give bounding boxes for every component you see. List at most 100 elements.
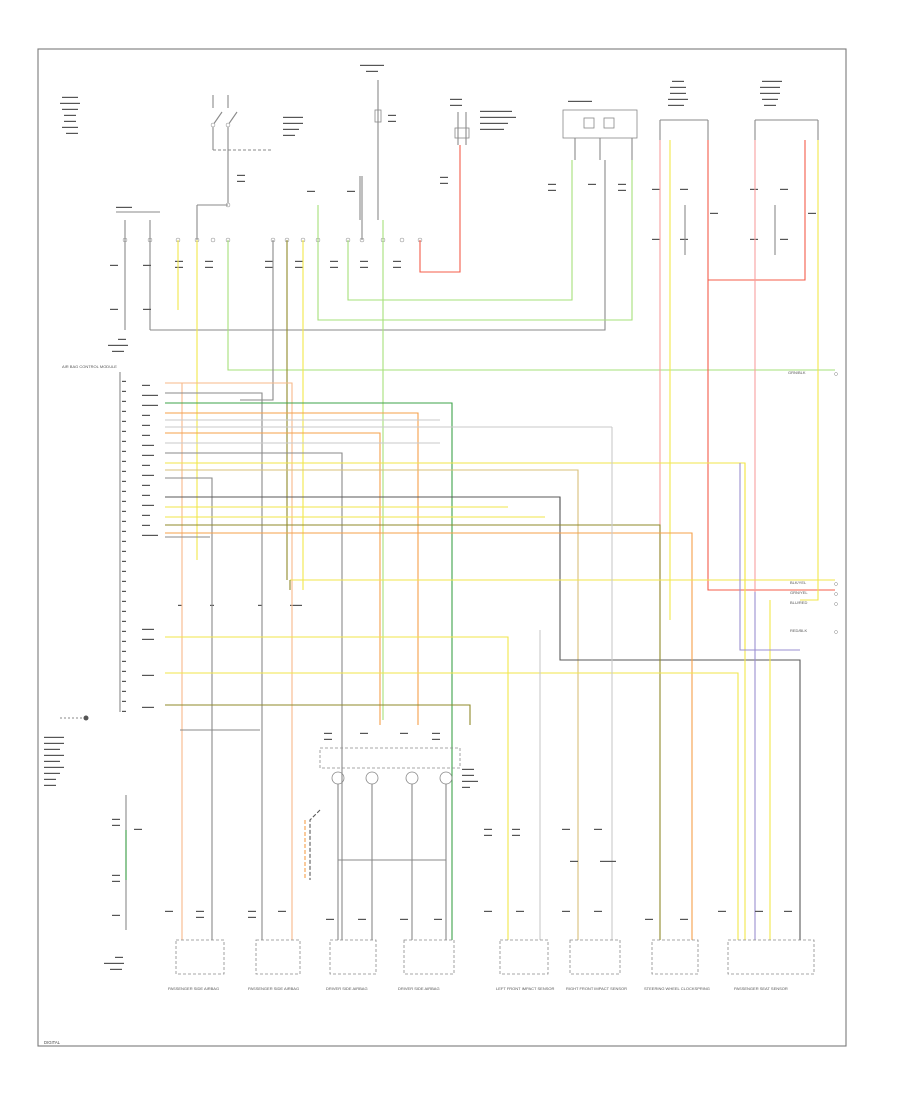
svg-text:▬▬: ▬▬ xyxy=(784,908,792,913)
svg-text:▬: ▬ xyxy=(122,428,126,433)
svg-text:▬▬: ▬▬ xyxy=(326,916,334,921)
fuse-block: ▬▬▬▬▬▬ ▬▬▬ ▬▬ ▬▬ xyxy=(359,62,396,220)
svg-text:▬▬: ▬▬ xyxy=(432,730,440,735)
svg-text:▬: ▬ xyxy=(122,608,126,613)
svg-text:▬▬: ▬▬ xyxy=(248,908,256,913)
svg-text:GRN/YEL: GRN/YEL xyxy=(790,590,808,595)
svg-text:▬▬: ▬▬ xyxy=(143,262,151,267)
svg-text:▬▬: ▬▬ xyxy=(112,878,120,883)
svg-text:▬▬▬: ▬▬▬ xyxy=(142,452,154,457)
svg-text:▬▬: ▬▬ xyxy=(265,258,273,263)
svg-text:▬▬: ▬▬ xyxy=(142,432,150,437)
svg-text:▬▬: ▬▬ xyxy=(400,916,408,921)
svg-text:▬▬▬▬▬: ▬▬▬▬▬ xyxy=(668,96,688,101)
svg-text:▬▬: ▬▬ xyxy=(142,482,150,487)
svg-text:▬▬▬: ▬▬▬ xyxy=(462,772,474,777)
svg-text:▬▬▬▬▬: ▬▬▬▬▬ xyxy=(762,78,782,83)
svg-text:▬▬▬▬▬: ▬▬▬▬▬ xyxy=(44,764,64,769)
svg-text:▬▬▬: ▬▬▬ xyxy=(672,78,684,83)
svg-text:▬▬: ▬▬ xyxy=(324,730,332,735)
svg-text:▬▬: ▬▬ xyxy=(484,908,492,913)
svg-text:▬: ▬ xyxy=(122,508,126,513)
svg-text:▬▬: ▬▬ xyxy=(548,181,556,186)
ignition-switch: ▬▬▬▬▬ ▬▬▬▬▬ ▬▬▬▬ ▬▬▬ ▬▬ ▬▬ xyxy=(210,95,303,208)
svg-text:▬▬▬▬: ▬▬▬▬ xyxy=(142,402,158,407)
svg-text:▬▬: ▬▬ xyxy=(324,736,332,741)
svg-text:▬▬: ▬▬ xyxy=(512,832,520,837)
svg-text:▬▬▬: ▬▬▬ xyxy=(142,626,154,631)
top-left-component-label: ▬▬▬▬ ▬▬▬▬▬ ▬▬▬▬ ▬▬▬ ▬▬▬ ▬▬▬▬ ▬▬▬ xyxy=(60,94,80,135)
svg-text:▬: ▬ xyxy=(122,518,126,523)
svg-text:▬▬: ▬▬ xyxy=(594,826,602,831)
svg-text:▬▬▬▬▬: ▬▬▬▬▬ xyxy=(44,734,64,739)
svg-text:▬▬: ▬▬ xyxy=(652,186,660,191)
upper-wire-labels: ▬▬ ▬▬ ▬▬ ▬▬ ▬▬ ▬▬ ▬▬ ▬▬ ▬▬ ▬▬ ▬▬ ▬▬ ▬▬ ▬… xyxy=(175,174,816,269)
svg-text:▬▬▬: ▬▬▬ xyxy=(462,766,474,771)
svg-text:▬▬▬▬: ▬▬▬▬ xyxy=(62,94,78,99)
upper-right-sensors: ▬▬▬ ▬▬▬▬ ▬▬▬▬ ▬▬▬▬▬ ▬▬▬▬ ▬▬▬▬▬ ▬▬▬▬▬ ▬▬▬… xyxy=(659,78,819,140)
svg-text:▬▬: ▬▬ xyxy=(512,826,520,831)
corner-label: DIGITAL xyxy=(44,1040,61,1045)
svg-text:▬: ▬ xyxy=(122,418,126,423)
svg-text:▬▬▬▬: ▬▬▬▬ xyxy=(670,84,686,89)
svg-text:▬▬: ▬▬ xyxy=(484,826,492,831)
svg-text:▬▬: ▬▬ xyxy=(484,832,492,837)
svg-text:▬▬▬▬▬: ▬▬▬▬▬ xyxy=(283,114,303,119)
svg-text:▬▬▬▬▬▬: ▬▬▬▬▬▬ xyxy=(360,62,384,67)
svg-text:▬: ▬ xyxy=(178,602,182,607)
svg-text:▬▬▬▬: ▬▬▬▬ xyxy=(44,758,60,763)
svg-text:▬: ▬ xyxy=(122,628,126,633)
svg-text:BLU/RED: BLU/RED xyxy=(790,600,807,605)
svg-text:▬▬: ▬▬ xyxy=(175,264,183,269)
svg-text:▬▬▬▬: ▬▬▬▬ xyxy=(116,204,132,209)
clockspring-section: ▬▬▬▬ ▬▬ ▬▬ ▬▬▬▬ ▬▬▬ ▬▬▬ ▬▬▬▬ ▬▬ xyxy=(304,730,478,940)
svg-text:▬▬: ▬▬ xyxy=(330,258,338,263)
svg-text:▬▬: ▬▬ xyxy=(718,908,726,913)
svg-text:▬▬▬▬▬▬▬: ▬▬▬▬▬▬▬ xyxy=(480,120,508,125)
svg-text:▬▬▬: ▬▬▬ xyxy=(112,348,124,353)
svg-text:▬▬: ▬▬ xyxy=(680,916,688,921)
svg-text:▬▬▬▬▬: ▬▬▬▬▬ xyxy=(283,120,303,125)
svg-text:▬▬: ▬▬ xyxy=(645,916,653,921)
svg-text:▬: ▬ xyxy=(122,598,126,603)
svg-text:▬: ▬ xyxy=(122,538,126,543)
svg-text:▬▬: ▬▬ xyxy=(588,181,596,186)
lower-left-ground: ▬▬▬▬▬▬▬▬▬▬ ▬▬▬▬▬▬▬▬▬ ▬▬▬▬▬▬▬▬▬ ▬▬▬▬▬▬▬ ▬… xyxy=(44,715,142,971)
svg-text:▬: ▬ xyxy=(122,498,126,503)
main-module-label: AIR BAG CONTROL MODULE xyxy=(62,364,117,369)
svg-text:▬▬▬▬: ▬▬▬▬ xyxy=(600,858,616,863)
svg-text:PASSENGER SIDE AIRBAG: PASSENGER SIDE AIRBAG xyxy=(248,986,299,991)
svg-text:▬▬▬▬: ▬▬▬▬ xyxy=(142,392,158,397)
svg-text:▬▬▬▬: ▬▬▬▬ xyxy=(462,778,478,783)
svg-text:▬▬: ▬▬ xyxy=(196,914,204,919)
svg-text:▬▬▬: ▬▬▬ xyxy=(66,130,78,135)
svg-text:▬▬▬: ▬▬▬ xyxy=(290,602,302,607)
svg-text:▬▬: ▬▬ xyxy=(680,186,688,191)
svg-text:▬▬: ▬▬ xyxy=(237,172,245,177)
bottom-component-labels: PASSENGER SIDE AIRBAG PASSENGER SIDE AIR… xyxy=(168,986,788,991)
svg-text:▬▬▬▬▬▬: ▬▬▬▬▬▬ xyxy=(568,98,592,103)
svg-text:DRIVER SIDE AIRBAG: DRIVER SIDE AIRBAG xyxy=(398,986,440,991)
svg-text:▬▬▬: ▬▬▬ xyxy=(142,502,154,507)
svg-text:▬▬▬: ▬▬▬ xyxy=(64,118,76,123)
svg-text:▬: ▬ xyxy=(122,688,126,693)
svg-text:▬▬▬▬: ▬▬▬▬ xyxy=(62,124,78,129)
svg-text:▬▬: ▬▬ xyxy=(388,118,396,123)
svg-text:▬▬▬: ▬▬▬ xyxy=(64,112,76,117)
svg-text:▬▬: ▬▬ xyxy=(142,492,150,497)
svg-text:▬▬▬▬▬: ▬▬▬▬▬ xyxy=(44,740,64,745)
svg-text:▬: ▬ xyxy=(122,708,126,713)
svg-text:▬▬▬▬▬: ▬▬▬▬▬ xyxy=(760,90,780,95)
svg-text:▬: ▬ xyxy=(122,388,126,393)
svg-text:▬▬▬▬▬: ▬▬▬▬▬ xyxy=(104,960,124,965)
svg-text:▬: ▬ xyxy=(122,578,126,583)
svg-text:▬▬: ▬▬ xyxy=(432,736,440,741)
svg-text:▬▬: ▬▬ xyxy=(562,908,570,913)
svg-text:▬▬: ▬▬ xyxy=(360,730,368,735)
svg-text:PASSENGER SIDE AIRBAG: PASSENGER SIDE AIRBAG xyxy=(168,986,219,991)
svg-text:▬▬: ▬▬ xyxy=(295,258,303,263)
svg-text:GRN/BLK: GRN/BLK xyxy=(788,370,806,375)
svg-text:▬: ▬ xyxy=(122,488,126,493)
svg-text:▬: ▬ xyxy=(122,618,126,623)
